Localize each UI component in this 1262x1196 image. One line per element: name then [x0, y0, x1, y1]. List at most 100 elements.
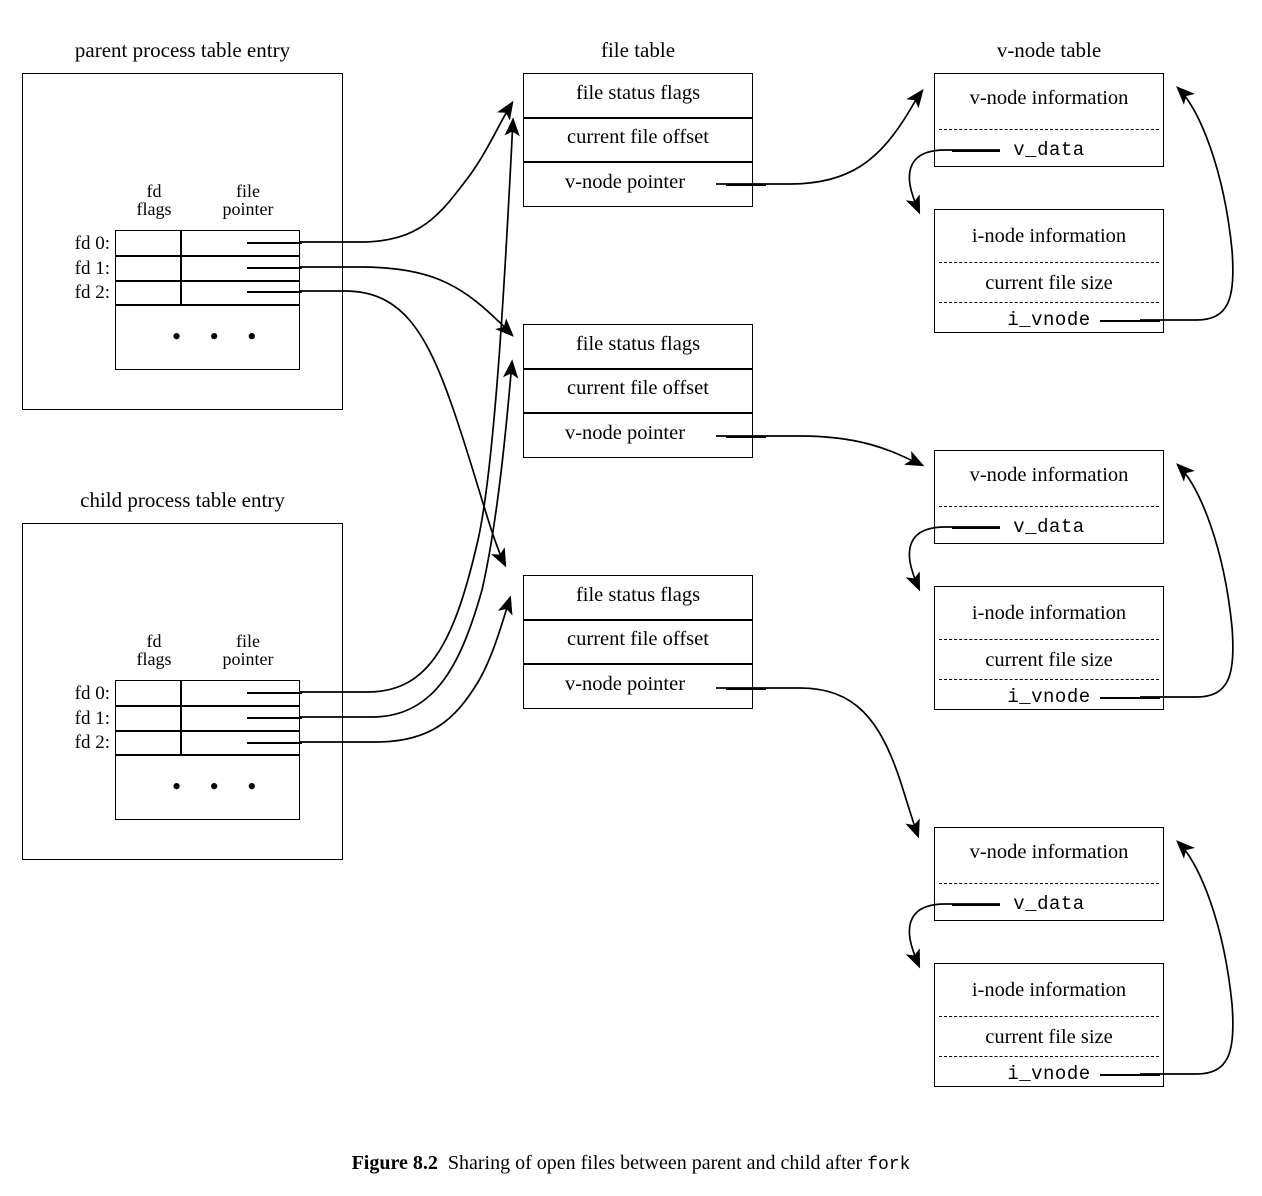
file-table-entry-2-divider-2	[523, 412, 753, 414]
inode-information-2: i-node information	[971, 602, 1127, 624]
inode-information-1: i-node information	[971, 225, 1127, 247]
v-data-2: v_data	[1013, 516, 1085, 538]
child-fd2-pointer-stub	[247, 742, 302, 744]
parent-process-table-title: parent process table entry	[74, 38, 291, 62]
inode-box-1	[934, 209, 1164, 333]
v-data-1-stub	[952, 150, 1000, 152]
vnode-pointer-2-stub	[726, 436, 766, 438]
file-status-flags-1: file status flags	[575, 82, 701, 104]
v-data-3-stub	[952, 904, 1000, 906]
inode-information-3: i-node information	[971, 979, 1127, 1001]
arrow-parent-fd2-to-filetable3	[300, 290, 507, 568]
arrow-vdata3-to-inode3	[905, 903, 1000, 969]
vnode-box-1	[934, 73, 1164, 167]
inode-box-3-dashed-divider-2	[939, 1056, 1159, 1057]
child-fd-label-2: fd 2:	[74, 732, 110, 753]
child-process-table-title: child process table entry	[80, 488, 285, 512]
arrow-parent-fd0-to-filetable1	[300, 100, 514, 243]
child-fd-row-divider-1	[115, 705, 300, 707]
parent-file-pointer-header: file pointer	[196, 182, 300, 219]
arrow-vnodeptr3-to-vnode3	[716, 687, 920, 839]
v-data-1: v_data	[1013, 139, 1085, 161]
i-vnode-2: i_vnode	[1007, 686, 1091, 708]
inode-box-1-dashed-divider-1	[939, 262, 1159, 263]
arrow-ivnode1-to-vnode1	[1140, 86, 1234, 321]
arrow-parent-fd1-to-filetable2	[300, 266, 514, 337]
v-data-3: v_data	[1013, 893, 1085, 915]
inode-box-3	[934, 963, 1164, 1087]
file-table-entry-3-divider-1	[523, 619, 753, 621]
child-fd-row-divider-2	[115, 730, 300, 732]
file-pointer-line2: pointer	[222, 199, 274, 220]
file-table-entry-2	[523, 324, 753, 458]
arrow-child-fd1-to-filetable2	[300, 359, 519, 718]
figure-caption: Figure 8.2 Sharing of open files between…	[0, 1152, 1262, 1175]
vnode-information-3: v-node information	[969, 841, 1129, 863]
child-fd-row-divider-3	[115, 754, 300, 756]
fd-flags-line1: fd	[146, 181, 162, 201]
file-table-entry-3-divider-2	[523, 663, 753, 665]
parent-fd1-pointer-stub	[247, 267, 302, 269]
child-fd-label-1: fd 1:	[74, 708, 110, 729]
file-table-title: file table	[600, 38, 676, 62]
parent-fd-column-divider	[180, 230, 182, 305]
child-fd-table	[115, 680, 300, 820]
inode-box-3-dashed-divider-1	[939, 1016, 1159, 1017]
vnode-pointer-3: v-node pointer	[564, 673, 686, 695]
parent-fd-table	[115, 230, 300, 370]
vnode-pointer-2: v-node pointer	[564, 422, 686, 444]
file-pointer-line1: file	[236, 631, 260, 651]
current-file-offset-1: current file offset	[567, 126, 709, 148]
vnode-box-2-dashed-divider	[939, 506, 1159, 507]
arrow-vnodeptr1-to-vnode1	[716, 88, 924, 185]
file-table-entry-3	[523, 575, 753, 709]
i-vnode-3: i_vnode	[1007, 1063, 1091, 1085]
figure-number: Figure 8.2	[351, 1152, 438, 1174]
current-file-size-3: current file size	[985, 1026, 1113, 1048]
vnode-pointer-1: v-node pointer	[564, 171, 686, 193]
arrow-ivnode3-to-vnode3	[1140, 840, 1234, 1075]
parent-fd-row-divider-3	[115, 304, 300, 306]
child-fd-column-divider	[180, 680, 182, 755]
parent-fd-row-divider-1	[115, 255, 300, 257]
i-vnode-2-stub	[1100, 697, 1160, 699]
v-data-2-stub	[952, 527, 1000, 529]
vnode-pointer-1-stub	[726, 184, 766, 186]
figure-caption-code: fork	[867, 1155, 911, 1175]
vnode-information-2: v-node information	[969, 464, 1129, 486]
file-pointer-line1: file	[236, 181, 260, 201]
arrow-child-fd2-to-filetable3	[300, 595, 513, 743]
file-pointer-line2: pointer	[222, 649, 274, 670]
file-table-entry-2-divider-1	[523, 368, 753, 370]
child-process-table-box	[22, 523, 343, 860]
current-file-size-1: current file size	[985, 272, 1113, 294]
fd-flags-line2: flags	[136, 199, 172, 220]
child-fd-label-0: fd 0:	[74, 683, 110, 704]
current-file-offset-3: current file offset	[567, 628, 709, 650]
child-fd-flags-header: fd flags	[118, 632, 190, 669]
vnode-pointer-3-stub	[726, 688, 766, 690]
inode-box-2-dashed-divider-2	[939, 679, 1159, 680]
vnode-information-1: v-node information	[969, 87, 1129, 109]
parent-fd-row-divider-2	[115, 280, 300, 282]
arrow-vdata2-to-inode2	[905, 526, 1000, 592]
i-vnode-1: i_vnode	[1007, 309, 1091, 331]
parent-fd-ellipsis: • • •	[172, 322, 268, 351]
fd-flags-line2: flags	[136, 649, 172, 670]
inode-box-2	[934, 586, 1164, 710]
child-fd-ellipsis: • • •	[172, 772, 268, 801]
file-status-flags-2: file status flags	[575, 333, 701, 355]
file-table-entry-1	[523, 73, 753, 207]
child-fd0-pointer-stub	[247, 692, 302, 694]
vnode-box-3-dashed-divider	[939, 883, 1159, 884]
figure-caption-text: Sharing of open files between parent and…	[447, 1152, 868, 1174]
fd-flags-line1: fd	[146, 631, 162, 651]
i-vnode-1-stub	[1100, 320, 1160, 322]
parent-fd-label-2: fd 2:	[74, 282, 110, 303]
arrow-ivnode2-to-vnode2	[1140, 463, 1234, 698]
parent-process-table-box	[22, 73, 343, 410]
file-table-entry-1-divider-1	[523, 117, 753, 119]
child-fd1-pointer-stub	[247, 717, 302, 719]
